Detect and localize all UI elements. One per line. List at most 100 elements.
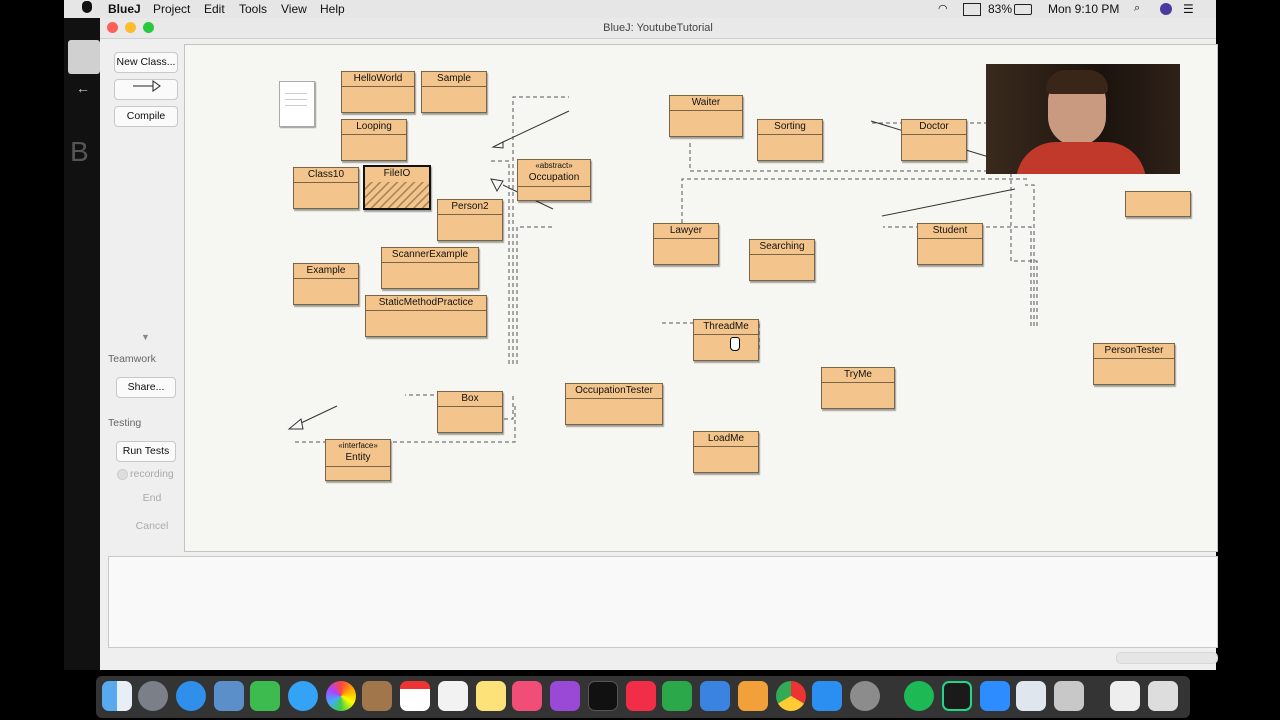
class-class10[interactable]: Class10 xyxy=(293,167,359,209)
music-icon[interactable] xyxy=(512,681,542,711)
close-window-button[interactable] xyxy=(107,22,118,33)
class-box[interactable]: Box xyxy=(437,391,503,433)
class-name: OccupationTester xyxy=(575,385,653,396)
class-name: Class10 xyxy=(307,169,345,180)
bluej-icon[interactable] xyxy=(1016,681,1046,711)
preview-icon[interactable] xyxy=(214,681,244,711)
news-icon[interactable] xyxy=(626,681,656,711)
menu-project[interactable]: Project xyxy=(153,2,191,16)
horizontal-scrollbar[interactable] xyxy=(1116,652,1218,664)
numbers-icon[interactable] xyxy=(662,681,692,711)
menu-tools[interactable]: Tools xyxy=(239,2,268,16)
class-scannerexample[interactable]: ScannerExample xyxy=(381,247,479,289)
notes-icon[interactable] xyxy=(476,681,506,711)
apple-icon[interactable] xyxy=(82,1,92,13)
class-occupationtester[interactable]: OccupationTester xyxy=(565,383,663,425)
class-name: Box xyxy=(461,393,479,404)
photos-icon[interactable] xyxy=(326,681,356,711)
zoom-window-button[interactable] xyxy=(143,22,154,33)
class-helloworld[interactable]: HelloWorld xyxy=(341,71,415,113)
class-searching[interactable]: Searching xyxy=(749,239,815,281)
menu-help[interactable]: Help xyxy=(320,2,345,16)
presenter-shirt xyxy=(1016,142,1146,174)
class-waiter[interactable]: Waiter xyxy=(669,95,743,137)
calendar-icon[interactable] xyxy=(400,681,430,711)
class-loadme[interactable]: LoadMe xyxy=(693,431,759,473)
battery-icon[interactable] xyxy=(1014,4,1032,15)
class-tryme[interactable]: TryMe xyxy=(821,367,895,409)
recording-label: recording xyxy=(130,468,174,480)
keynote-icon[interactable] xyxy=(700,681,730,711)
app-store-icon[interactable] xyxy=(812,681,842,711)
menu-edit[interactable]: Edit xyxy=(204,2,225,16)
dock xyxy=(96,676,1190,718)
class-looping[interactable]: Looping xyxy=(341,119,407,161)
new-inheritance-arrow-button[interactable] xyxy=(114,79,178,100)
class-person2[interactable]: Person2 xyxy=(437,199,503,241)
collapse-arrow-icon[interactable]: ▼ xyxy=(141,332,150,342)
launchpad-icon[interactable] xyxy=(138,681,168,711)
class-doctor[interactable]: Doctor xyxy=(901,119,967,161)
safari-icon[interactable] xyxy=(176,681,206,711)
class-name: Occupation xyxy=(528,172,580,183)
apple-tv-icon[interactable] xyxy=(588,681,618,711)
class-name: Sorting xyxy=(774,121,806,132)
end-button[interactable]: End xyxy=(142,492,162,504)
new-class-button[interactable]: New Class... xyxy=(114,52,178,73)
spotify-icon[interactable] xyxy=(904,681,934,711)
class-occupation[interactable]: «abstract»Occupation xyxy=(517,159,591,201)
class-student[interactable]: Student xyxy=(917,223,983,265)
clock[interactable]: Mon 9:10 PM xyxy=(1048,2,1120,16)
class-name: LoadMe xyxy=(707,433,745,444)
back-arrow-icon: ← xyxy=(76,80,90,96)
pycharm-icon[interactable] xyxy=(942,681,972,711)
class-name: HelloWorld xyxy=(353,73,403,84)
title-bar: BlueJ: YoutubeTutorial xyxy=(100,18,1216,39)
class-sorting[interactable]: Sorting xyxy=(757,119,823,161)
run-tests-button[interactable]: Run Tests xyxy=(116,441,176,462)
background-window-text: B xyxy=(70,136,89,167)
reminders-icon[interactable] xyxy=(438,681,468,711)
code-pad-area[interactable] xyxy=(108,556,1218,648)
minimize-window-button[interactable] xyxy=(125,22,136,33)
notification-center-icon[interactable]: ☰ xyxy=(1183,2,1194,16)
class-fileio[interactable]: FileIO xyxy=(363,165,431,210)
class-name: Looping xyxy=(356,121,392,132)
class-name: Entity xyxy=(345,452,371,463)
class-name: Student xyxy=(932,225,968,236)
messages-icon[interactable] xyxy=(288,681,318,711)
class-example[interactable]: Example xyxy=(293,263,359,305)
siri-icon[interactable] xyxy=(1160,3,1172,15)
compile-button[interactable]: Compile xyxy=(114,106,178,127)
class-lawyer[interactable]: Lawyer xyxy=(653,223,719,265)
class-sample[interactable]: Sample xyxy=(421,71,487,113)
menu-view[interactable]: View xyxy=(281,2,307,16)
recording-indicator-icon xyxy=(117,469,128,480)
readme-document-icon[interactable] xyxy=(279,81,315,127)
pages-icon[interactable] xyxy=(738,681,768,711)
battery-percent: 83% xyxy=(988,2,1013,16)
contacts-icon[interactable] xyxy=(362,681,392,711)
class-partially-hidden[interactable] xyxy=(1125,191,1191,217)
wifi-icon[interactable]: ◠ xyxy=(938,3,948,15)
class-threadme[interactable]: ThreadMe xyxy=(693,319,759,361)
class-staticmethodpractice[interactable]: StaticMethodPractice xyxy=(365,295,487,337)
class-persontester[interactable]: PersonTester xyxy=(1093,343,1175,385)
cancel-button[interactable]: Cancel xyxy=(135,520,169,532)
downloads-folder-icon[interactable] xyxy=(1110,681,1140,711)
trash-icon[interactable] xyxy=(1148,681,1178,711)
class-entity[interactable]: «interface»Entity xyxy=(325,439,391,481)
menu-app[interactable]: BlueJ xyxy=(108,2,141,16)
system-preferences-icon[interactable] xyxy=(850,681,880,711)
zoom-icon[interactable] xyxy=(980,681,1010,711)
search-icon[interactable]: ⌕ xyxy=(1134,2,1141,14)
bluej-project-icon[interactable] xyxy=(1054,681,1084,711)
finder-icon[interactable] xyxy=(102,681,132,711)
class-name: FileIO xyxy=(383,168,411,179)
facetime-icon[interactable] xyxy=(250,681,280,711)
airplay-icon[interactable] xyxy=(963,3,981,16)
podcasts-icon[interactable] xyxy=(550,681,580,711)
share-button[interactable]: Share... xyxy=(116,377,176,398)
background-window: ← B xyxy=(64,18,100,670)
chrome-icon[interactable] xyxy=(776,681,806,711)
